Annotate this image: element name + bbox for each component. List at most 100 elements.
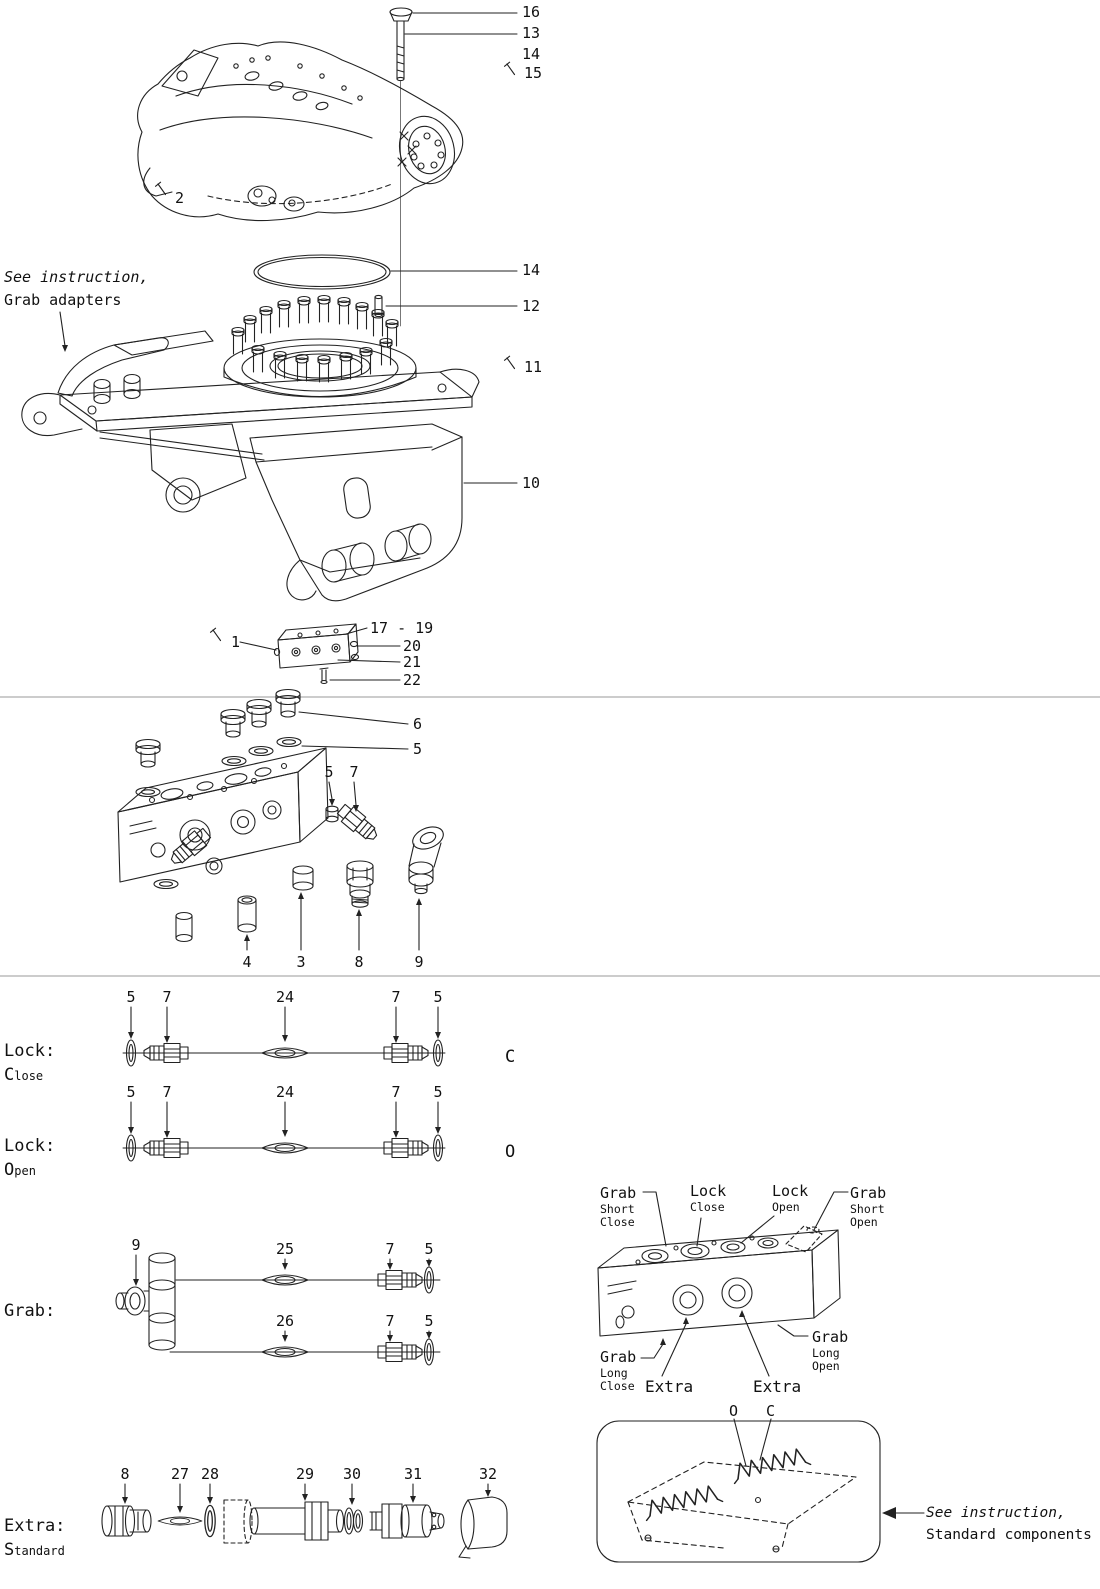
grab-adapters-note-line2: Grab adapters — [4, 290, 122, 309]
label-grab-short-close-1: Grab — [600, 1184, 636, 1202]
callout-13: 13 — [522, 24, 540, 42]
standard-components-note: See instruction, Standard components — [926, 1503, 1092, 1547]
callout-14-upper: 14 — [522, 45, 540, 63]
callout-4: 4 — [242, 953, 251, 971]
lo-num-cart-l: 7 — [162, 1083, 171, 1101]
standard-components-box-drawing — [596, 1420, 925, 1563]
grab-title: Grab: — [4, 1301, 56, 1321]
lc-num-seal: 24 — [276, 988, 294, 1006]
lc-num-cart-l: 7 — [162, 988, 171, 1006]
callout-22: 22 — [403, 671, 421, 689]
callout-7-top: 7 — [349, 763, 358, 781]
top-callout-leaders — [59, 12, 518, 681]
callout-8: 8 — [354, 953, 363, 971]
standard-components-note-line2: Standard components — [926, 1526, 1092, 1543]
label-lock-close-2: Close — [690, 1200, 725, 1214]
bolt-ring-drawing — [223, 294, 417, 398]
std-box-port-c: C — [766, 1402, 775, 1420]
lock-close-row-label: Lock: Close — [4, 1042, 55, 1084]
lock-open-row-drawing — [122, 1101, 446, 1162]
extra-title: Extra: — [4, 1516, 66, 1536]
label-lock-open-1: Lock — [772, 1182, 808, 1200]
small-manifold-drawing — [273, 623, 360, 685]
section-valve-block — [117, 688, 444, 951]
grab-adapters-note-line1: See instruction, — [4, 268, 149, 286]
callout-1: 1 — [231, 633, 240, 651]
lock-close-row-drawing — [122, 1006, 446, 1067]
callout-5-washer: 5 — [413, 740, 422, 758]
grab-frame-drawing — [21, 330, 480, 602]
label-grab-long-close-1: Grab — [600, 1348, 636, 1366]
block-label-leaders — [640, 1191, 849, 1467]
lc-num-washer-r: 5 — [433, 988, 442, 1006]
callout-17-19: 17 - 19 — [370, 619, 433, 637]
cartridge-parts-drawing — [153, 801, 382, 890]
grab-adapters-note: See instruction, Grab adapters — [4, 266, 149, 311]
label-grab-short-close-3: Close — [600, 1215, 635, 1229]
callout-2: 2 — [175, 189, 184, 207]
std-box-port-o: O — [729, 1402, 738, 1420]
label-grab-long-close-2: Long — [600, 1366, 628, 1380]
label-grab-long-close-3: Close — [600, 1379, 635, 1393]
callout-10: 10 — [522, 474, 540, 492]
extra-num-32: 32 — [479, 1465, 497, 1483]
extra-num-30: 30 — [343, 1465, 361, 1483]
lo-num-washer-r: 5 — [433, 1083, 442, 1101]
lc-num-washer-l: 5 — [126, 988, 135, 1006]
grab-rows-drawing — [115, 1252, 441, 1366]
bushing-parts-drawing — [175, 895, 257, 943]
lock-open-subtitle: Open — [4, 1159, 36, 1180]
grab-row-label: Grab: — [4, 1302, 55, 1321]
grab-num-25: 25 — [276, 1240, 294, 1258]
plug-fittings-drawing — [135, 688, 302, 798]
extra-subtitle: Standard — [4, 1539, 65, 1560]
section-top-assembly — [21, 7, 518, 685]
lock-open-title: Lock: — [4, 1136, 56, 1156]
callout-16: 16 — [522, 3, 540, 21]
lo-port-letter: O — [505, 1142, 515, 1162]
callout-5-top: 5 — [324, 763, 333, 781]
grab-num-5-top: 5 — [424, 1240, 433, 1258]
callout-3: 3 — [296, 953, 305, 971]
part-9-drawing — [408, 826, 444, 895]
label-grab-long-open-2: Long — [812, 1346, 840, 1360]
extra-num-29: 29 — [296, 1465, 314, 1483]
callout-21: 21 — [403, 653, 421, 671]
lc-num-cart-r: 7 — [391, 988, 400, 1006]
rotator-motor-drawing — [137, 41, 464, 222]
extra-num-31: 31 — [404, 1465, 422, 1483]
grab-num-26: 26 — [276, 1312, 294, 1330]
extra-row-drawing — [101, 1483, 508, 1559]
label-grab-long-open-3: Open — [812, 1359, 840, 1373]
callout-14-oring: 14 — [522, 261, 540, 279]
label-lock-open-2: Open — [772, 1200, 800, 1214]
label-grab-short-open-1: Grab — [850, 1184, 886, 1202]
label-grab-short-close-2: Short — [600, 1202, 635, 1216]
part-3-drawing — [292, 865, 314, 891]
grab-num-7-bot: 7 — [385, 1312, 394, 1330]
callout-9: 9 — [414, 953, 423, 971]
callout-11: 11 — [524, 358, 542, 376]
lo-num-seal: 24 — [276, 1083, 294, 1101]
extra-num-27: 27 — [171, 1465, 189, 1483]
lock-close-subtitle: Close — [4, 1064, 44, 1085]
callout-12: 12 — [522, 297, 540, 315]
grab-num-5-bot: 5 — [424, 1312, 433, 1330]
extra-num-28: 28 — [201, 1465, 219, 1483]
valve-block-drawing — [117, 747, 329, 883]
lock-close-title: Lock: — [4, 1041, 56, 1061]
extra-num-8: 8 — [120, 1465, 129, 1483]
label-grab-long-open-1: Grab — [812, 1328, 848, 1346]
o-ring-drawing — [253, 254, 391, 290]
grab-num-7-top: 7 — [385, 1240, 394, 1258]
callout-6: 6 — [413, 715, 422, 733]
part-8-drawing — [346, 860, 374, 908]
label-extra-left: Extra — [645, 1377, 693, 1396]
label-grab-short-open-3: Open — [850, 1215, 878, 1229]
lock-open-row-label: Lock: Open — [4, 1137, 55, 1179]
section-cartridge-rows — [101, 1006, 925, 1563]
lc-port-letter: C — [505, 1047, 515, 1067]
label-lock-close-1: Lock — [690, 1182, 726, 1200]
